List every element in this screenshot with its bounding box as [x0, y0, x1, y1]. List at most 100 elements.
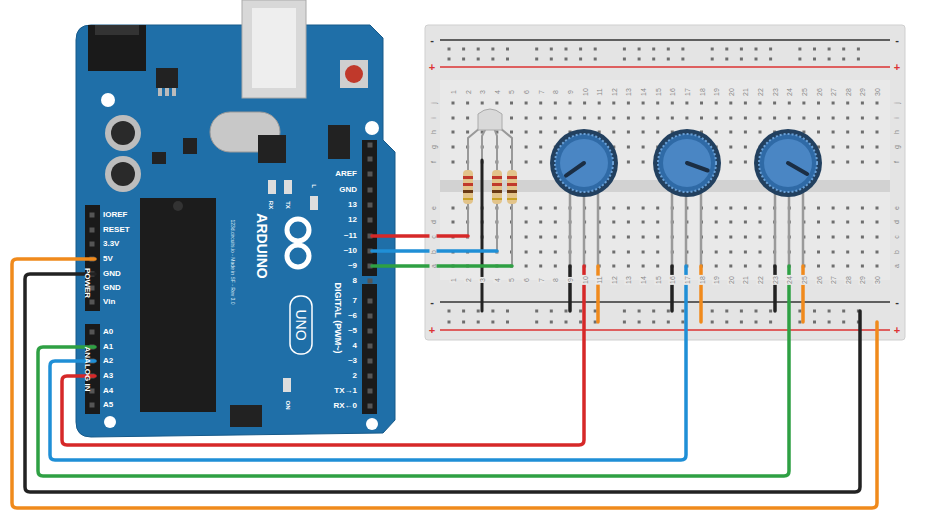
pin-label: A3	[103, 372, 113, 380]
row-letter: j	[893, 101, 900, 105]
row-letter: a	[893, 263, 900, 269]
brand-name: ARDUINO	[255, 213, 269, 278]
column-number: 21	[742, 87, 749, 97]
row-letter: j	[430, 101, 437, 105]
row-letter: g	[430, 144, 437, 150]
column-number: 26	[815, 87, 822, 97]
rail-sign: -	[894, 35, 900, 46]
led-label: ON	[285, 401, 291, 410]
column-number: 3	[479, 277, 486, 283]
mounting-hole	[104, 416, 116, 428]
positive-rail-line	[440, 329, 890, 331]
column-number: 2	[464, 89, 471, 95]
row-letter: c	[893, 234, 900, 240]
row-letter: i	[893, 116, 900, 120]
column-number: 27	[830, 275, 837, 285]
capacitor	[105, 156, 141, 192]
wires	[12, 236, 877, 508]
wire	[481, 160, 484, 311]
column-number: 6	[523, 277, 530, 283]
column-number: 17	[683, 275, 690, 285]
column-number: 24	[786, 87, 793, 97]
breadboard-holes	[448, 48, 879, 324]
column-number: 5	[508, 89, 515, 95]
pin-label: GND	[103, 284, 121, 292]
column-number: 13	[625, 275, 632, 285]
pin-label: ~3	[348, 357, 357, 365]
regulator	[156, 68, 178, 88]
led-label: L	[311, 184, 317, 188]
column-number: 12	[610, 275, 617, 285]
regulator-pin	[158, 88, 162, 96]
column-number: 14	[640, 87, 647, 97]
pin-label: 3.3V	[103, 240, 119, 248]
pin-label: A0	[103, 328, 113, 336]
pin-label: ~6	[348, 312, 357, 320]
pin-label: 5V	[103, 255, 113, 263]
rail-sign: +	[893, 62, 901, 73]
capacitor	[105, 115, 141, 151]
header-sockets	[90, 143, 373, 409]
tx-rx-led	[268, 180, 276, 194]
column-number: 10	[581, 275, 588, 285]
column-number: 16	[669, 87, 676, 97]
rail-sign: +	[428, 62, 436, 73]
usb-port	[252, 8, 296, 88]
header-title: DIGITAL (PWM~)	[333, 283, 342, 354]
pin-label: A1	[103, 343, 113, 351]
microcontroller-chip	[140, 198, 216, 412]
column-number: 20	[727, 275, 734, 285]
pin-label: ~10	[343, 247, 357, 255]
column-number: 2	[464, 277, 471, 283]
rail-sign: -	[429, 297, 435, 308]
column-number: 18	[698, 275, 705, 285]
pin-label: A4	[103, 387, 113, 395]
column-number: 15	[654, 87, 661, 97]
rail-sign: -	[429, 35, 435, 46]
row-letter: f	[893, 160, 900, 164]
column-number: 25	[800, 87, 807, 97]
pin-label: A5	[103, 401, 113, 409]
negative-rail-line	[440, 301, 890, 303]
column-number: 3	[479, 89, 486, 95]
capacitor	[111, 121, 135, 145]
column-number: 5	[508, 277, 515, 283]
negative-rail-line	[440, 39, 890, 41]
column-number: 9	[566, 89, 573, 95]
pin-label: ~9	[348, 262, 357, 270]
column-number: 16	[669, 275, 676, 285]
pin-label: 4	[353, 342, 357, 350]
pin-label: 8	[353, 277, 357, 285]
column-number: 27	[830, 87, 837, 97]
column-number: 6	[523, 89, 530, 95]
row-letter: i	[430, 116, 437, 120]
column-number: 28	[844, 87, 851, 97]
column-number: 7	[537, 277, 544, 283]
row-letter: a	[430, 263, 437, 269]
header-title: ANALOG IN	[83, 347, 91, 392]
resistor	[507, 160, 517, 268]
pin-label: 13	[348, 201, 357, 209]
pin-label: RX←0	[333, 402, 357, 410]
column-number: 29	[859, 87, 866, 97]
row-letter: g	[893, 144, 900, 150]
rail-sign: +	[428, 325, 436, 336]
column-number: 22	[757, 87, 764, 97]
header-title: POWER	[83, 268, 91, 298]
column-number: 22	[757, 275, 764, 285]
column-number: 20	[727, 87, 734, 97]
column-number: 11	[596, 275, 603, 284]
regulator-pin	[165, 88, 169, 96]
column-number: 23	[771, 87, 778, 97]
usb-port	[242, 0, 306, 98]
column-number: 29	[859, 275, 866, 285]
row-letter: h	[893, 129, 900, 135]
power-jack	[95, 25, 139, 35]
led-label: TX	[285, 201, 291, 209]
column-number: 19	[713, 275, 720, 285]
capacitor	[111, 162, 135, 186]
column-number: 30	[873, 275, 880, 285]
power-led	[283, 378, 291, 392]
pin-label: 12	[348, 216, 357, 224]
column-number: 9	[566, 277, 573, 283]
